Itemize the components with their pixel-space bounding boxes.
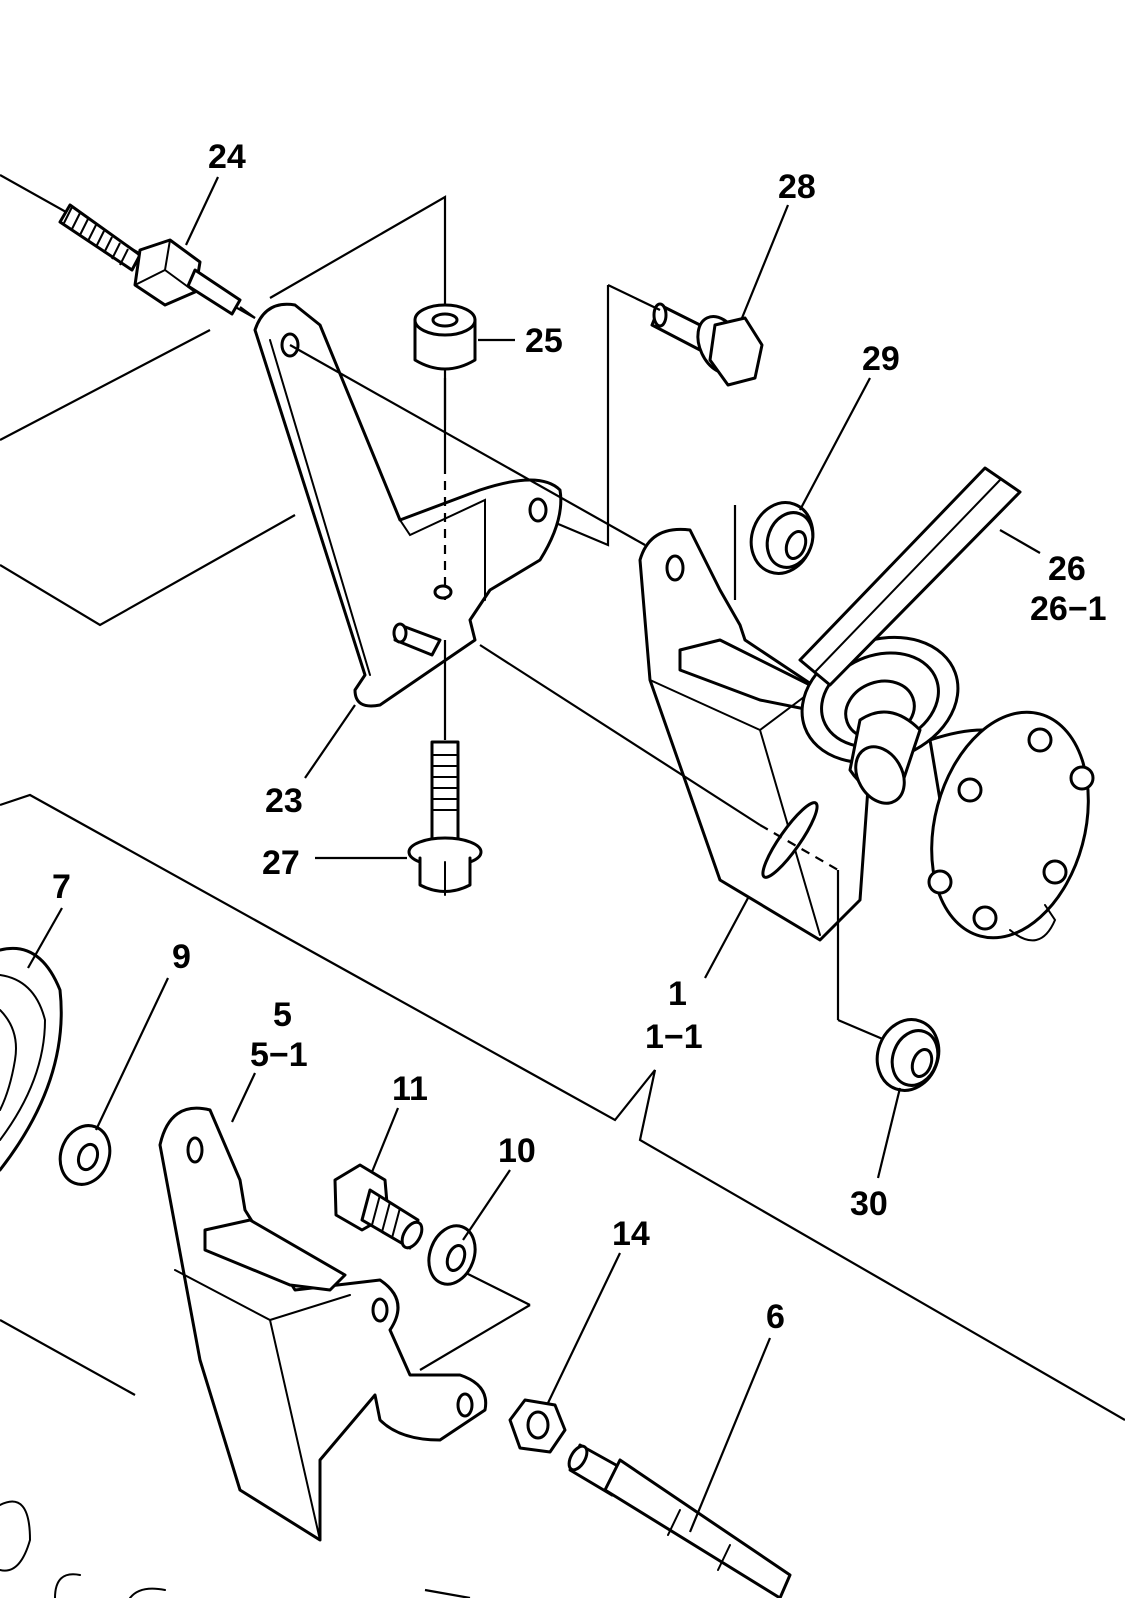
stud-bolt-24[interactable] [58,203,256,319]
callout-5: 5 [273,996,292,1034]
callout-11: 11 [392,1070,428,1108]
small-stud[interactable] [392,622,442,657]
callout-30: 30 [850,1185,888,1223]
callout-6: 6 [766,1298,785,1336]
bolt-27[interactable] [407,740,483,896]
pulley-7[interactable] [0,946,63,1172]
adjusting-bolt-6[interactable] [565,1443,792,1598]
callout-28: 28 [778,168,816,206]
callout-24: 24 [208,138,246,176]
pivot-hole [433,584,453,600]
washer-10[interactable] [421,1219,483,1290]
callout-26: 26 [1048,550,1086,588]
washer-9[interactable] [52,1119,118,1192]
v-belt-26[interactable] [798,466,1022,687]
bottom-fragments [0,1500,166,1598]
nut-29[interactable] [741,494,822,582]
tension-bracket-5[interactable] [158,1106,488,1542]
nut-30[interactable] [867,1011,948,1099]
callout-26-1: 26−1 [1030,590,1107,628]
stay-bracket-23[interactable] [253,302,563,708]
callout-23: 23 [265,782,303,820]
bolt-11[interactable] [333,1163,426,1251]
callout-29: 29 [862,340,900,378]
bolt-28[interactable] [650,302,764,387]
callout-14: 14 [612,1215,650,1253]
callout-27: 27 [262,844,300,882]
collar-25[interactable] [413,303,477,371]
callout-1: 1 [668,975,687,1013]
callout-5-1: 5−1 [250,1036,308,1074]
callout-25: 25 [525,322,563,360]
callout-labels: 24 25 28 29 26 26−1 23 27 1 1−1 30 7 9 5… [52,138,1107,1336]
callout-9: 9 [172,938,191,976]
callout-10: 10 [498,1132,536,1170]
callout-1-1: 1−1 [645,1018,703,1056]
leader-lines [27,176,1041,1533]
callout-7: 7 [52,868,71,906]
nut-14[interactable] [508,1398,567,1454]
